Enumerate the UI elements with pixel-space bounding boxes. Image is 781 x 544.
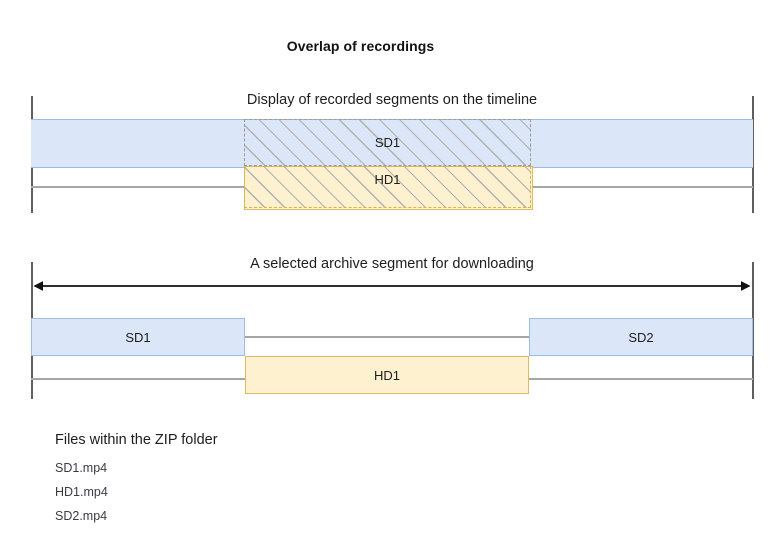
selected-range-arrow	[33, 281, 751, 291]
file-list-item: SD2.mp4	[55, 509, 108, 523]
page-title: Overlap of recordings	[286, 38, 435, 54]
file-list-item: HD1.mp4	[55, 485, 108, 499]
diagram1-overlap-hatch-sd	[244, 119, 531, 166]
diagram1-overlap-hatch-hd	[244, 166, 531, 208]
file-list-item: SD1.mp4	[55, 461, 108, 475]
files-heading: Files within the ZIP folder	[55, 432, 218, 448]
diagram1-right-boundary-tick	[752, 96, 754, 213]
diagram2-sd1-label: SD1	[125, 329, 151, 345]
diagram2-caption: A selected archive segment for downloadi…	[250, 256, 534, 272]
diagram2-hd1-label: HD1	[373, 367, 400, 383]
diagram2-sd1-block: SD1	[31, 318, 245, 356]
diagram2-sd-row-rule	[31, 336, 753, 338]
diagram2-sd2-label: SD2	[628, 329, 654, 345]
diagram2-hd1-block: HD1	[245, 356, 529, 394]
diagram1-caption: Display of recorded segments on the time…	[246, 92, 538, 108]
diagram2-sd2-block: SD2	[529, 318, 753, 356]
diagram2-right-boundary-tick	[752, 262, 754, 399]
